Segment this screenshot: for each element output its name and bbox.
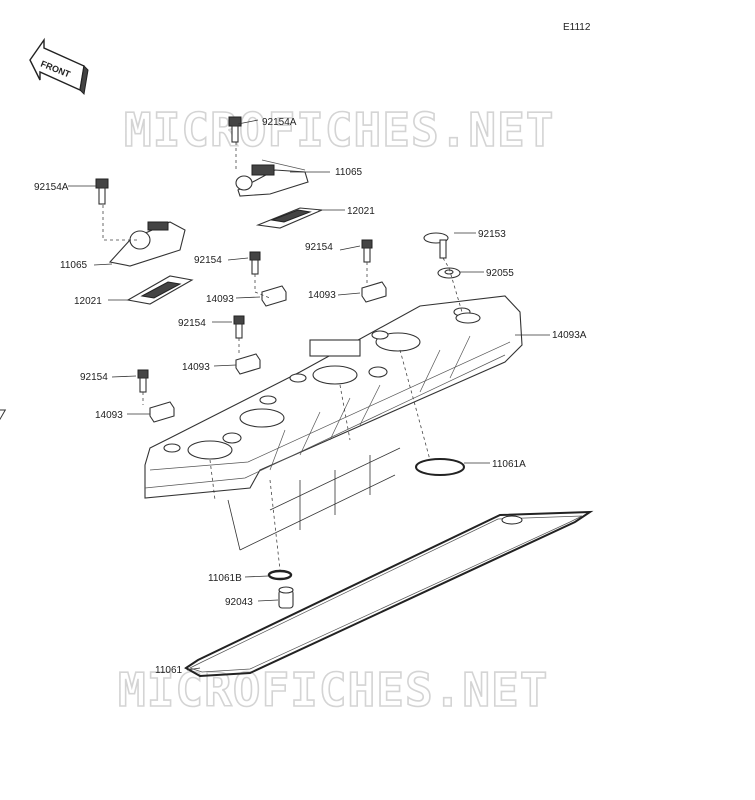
diagram-code: E1112	[563, 22, 591, 33]
label-14093-c: 14093	[182, 362, 210, 373]
label-11061: 11061	[155, 665, 183, 676]
bolt-92154-d	[137, 369, 149, 393]
front-arrow-icon: FRONT	[29, 37, 89, 96]
bolt-92154A-left	[95, 178, 109, 205]
label-14093-a: 14093	[206, 294, 234, 305]
label-92154A-left: 92154A	[34, 182, 69, 193]
damper-14093-c	[235, 353, 261, 375]
label-92043: 92043	[225, 597, 253, 608]
label-14093A: 14093A	[552, 330, 587, 341]
label-14093-d: 14093	[95, 410, 123, 421]
bolt-92153	[423, 232, 449, 259]
oring-11061A	[415, 458, 465, 476]
gasket-11061B	[267, 569, 293, 581]
bolt-92154A-top	[228, 116, 242, 143]
label-11061A: 11061A	[492, 459, 526, 470]
label-11065-left: 11065	[60, 260, 88, 271]
label-11061B: 11061B	[208, 573, 242, 584]
label-92154-d: 92154	[80, 372, 108, 383]
label-12021-left: 12021	[74, 296, 102, 307]
watermark-top: MICROFICHES.NET	[124, 103, 554, 157]
label-92154-b: 92154	[305, 242, 333, 253]
watermark-bottom: MICROFICHES.NET	[118, 663, 548, 717]
label-92154-a: 92154	[194, 255, 222, 266]
damper-14093A	[455, 312, 481, 324]
label-12021-top: 12021	[347, 206, 375, 217]
damper-14093-b	[361, 281, 387, 303]
label-92154A-top: 92154A	[262, 117, 297, 128]
gasket-11061	[184, 510, 594, 678]
label-92153: 92153	[478, 229, 506, 240]
label-14093-b: 14093	[308, 290, 336, 301]
bolt-92154-a	[249, 251, 261, 275]
damper-14093-a	[261, 285, 287, 307]
cylinder-head-cover	[144, 295, 523, 499]
bolt-92154-c	[233, 315, 245, 339]
label-11065-top: 11065	[335, 167, 363, 178]
collar-92043	[278, 586, 294, 609]
bolt-92154-b	[361, 239, 373, 263]
plate-12021-mid	[0, 409, 7, 427]
valve-11065-left	[108, 221, 186, 267]
label-92055: 92055	[486, 268, 514, 279]
plate-on-cover-2	[309, 339, 361, 357]
damper-14093-d	[149, 401, 175, 423]
label-92154-c: 92154	[178, 318, 206, 329]
valve-11065-top	[235, 159, 309, 197]
